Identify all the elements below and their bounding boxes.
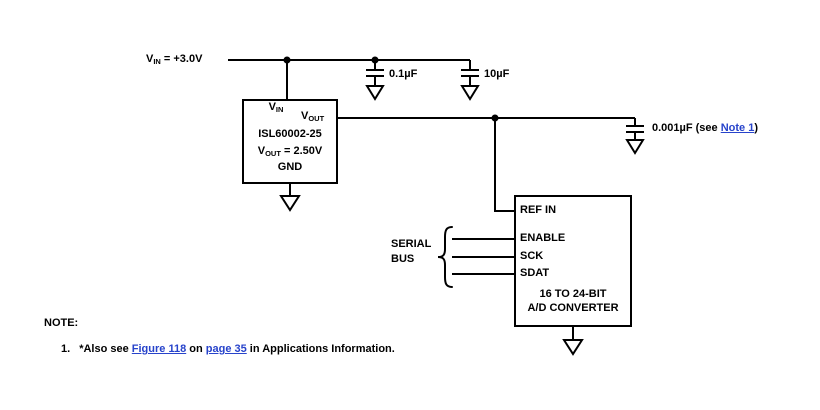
regulator-pin-vout-main: V bbox=[301, 110, 309, 122]
regulator-vout-sub: OUT bbox=[265, 149, 281, 158]
cap3-value-close: ) bbox=[754, 122, 759, 134]
adc-pin-sck-label: SCK bbox=[520, 250, 544, 262]
regulator-pin-vin-label: VIN bbox=[260, 101, 292, 116]
adc-pin-enable-label: ENABLE bbox=[520, 232, 566, 244]
regulator-vout-value-label: VOUT = 2.50V bbox=[243, 145, 337, 160]
cap2-capacitor-symbol bbox=[461, 69, 479, 77]
vin-source-main: V bbox=[146, 53, 154, 65]
regulator-box bbox=[242, 99, 338, 184]
regulator-ground-icon bbox=[279, 195, 301, 212]
cap2-value-label: 10µF bbox=[484, 68, 510, 80]
cap3-capacitor-symbol bbox=[626, 125, 644, 133]
adc-pin-ref-in-label: REF IN bbox=[520, 204, 557, 216]
regulator-vout-main: V bbox=[257, 145, 266, 157]
regulator-pin-vin-sub: IN bbox=[275, 105, 284, 114]
junction-dot bbox=[371, 56, 379, 64]
adc-name-line2: A/D CONVERTER bbox=[527, 302, 619, 314]
regulator-gnd-label: GND bbox=[277, 161, 303, 173]
note-number: 1. bbox=[61, 343, 71, 355]
note-item: 1. *Also see Figure 118 on page 35 in App… bbox=[61, 343, 395, 356]
cap1-value-label: 0.1µF bbox=[389, 68, 418, 80]
adc-ground-icon bbox=[562, 339, 584, 356]
cap2-ground-icon bbox=[460, 85, 480, 101]
note-text-middle: on bbox=[186, 343, 206, 355]
vin-source-label: VIN = +3.0V bbox=[146, 53, 202, 68]
ref-in-wire bbox=[494, 118, 515, 212]
figure-118-link[interactable]: Figure 118 bbox=[131, 343, 187, 355]
vin-source-sub: IN bbox=[153, 57, 161, 66]
note-heading: NOTE: bbox=[44, 317, 79, 329]
cap1-capacitor-symbol bbox=[366, 69, 384, 77]
junction-dot bbox=[491, 114, 499, 122]
adc-pin-sdat-label: SDAT bbox=[520, 267, 550, 279]
note-text-suffix: in Applications Information. bbox=[246, 343, 395, 355]
cap3-value-label: 0.001µF (see Note 1) bbox=[652, 122, 758, 135]
regulator-part-number: ISL60002-25 bbox=[258, 128, 322, 140]
cap3-value-text: 0.001µF (see bbox=[652, 122, 721, 134]
adc-name-line1: 16 TO 24-BIT bbox=[539, 288, 607, 300]
note-1-link[interactable]: Note 1 bbox=[720, 122, 755, 134]
cap1-ground-icon bbox=[365, 85, 385, 101]
serial-bus-label-line1: SERIAL bbox=[391, 238, 432, 250]
cap3-ground-icon bbox=[625, 139, 645, 155]
regulator-pin-vin-main: V bbox=[268, 101, 276, 113]
adc-box bbox=[514, 195, 632, 327]
serial-bus-brace bbox=[437, 226, 453, 288]
vin-source-value: = +3.0V bbox=[160, 53, 203, 65]
serial-bus-label-line2: BUS bbox=[391, 253, 415, 265]
junction-dot bbox=[283, 56, 291, 64]
page-35-link[interactable]: page 35 bbox=[205, 343, 247, 355]
regulator-pin-vout-label: VOUT bbox=[301, 110, 324, 125]
regulator-vout-value: = 2.50V bbox=[280, 145, 323, 157]
regulator-pin-vout-sub: OUT bbox=[308, 114, 325, 123]
note-text-prefix: *Also see bbox=[79, 343, 132, 355]
